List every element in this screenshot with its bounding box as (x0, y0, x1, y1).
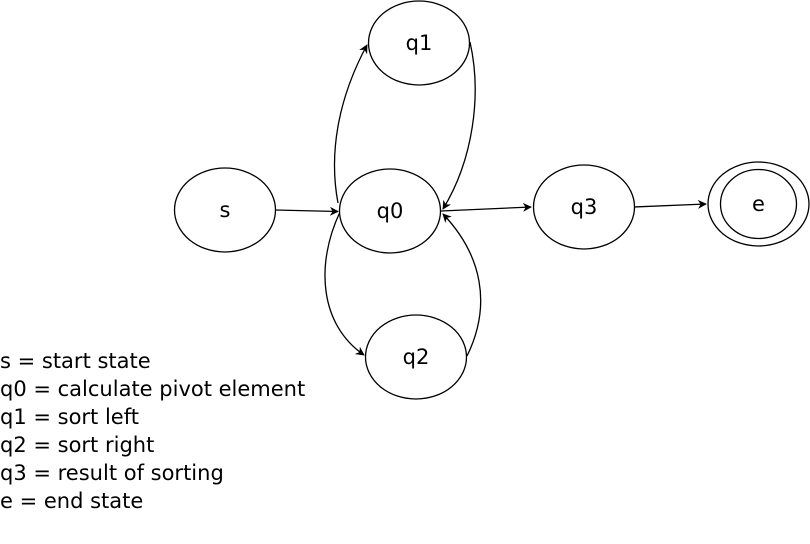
edge-q1-to-q0 (442, 41, 476, 210)
state-node-q0: q0 (338, 168, 442, 254)
state-node-q2: q2 (364, 314, 468, 400)
state-node-q1: q1 (367, 0, 471, 86)
edge-q0-to-q2 (324, 211, 365, 356)
state-label-q1: q1 (406, 31, 433, 55)
state-label-e: e (752, 192, 765, 216)
legend-item-q2: q2 = sort right (0, 433, 155, 457)
state-node-q3: q3 (532, 164, 636, 250)
legend-item-q1: q1 = sort left (0, 405, 139, 429)
edge-q3-to-e (633, 199, 707, 209)
edge-q0-to-q3 (440, 202, 532, 212)
state-label-q2: q2 (403, 345, 430, 369)
state-label-q3: q3 (571, 195, 598, 219)
state-label-q0: q0 (377, 199, 404, 223)
edge-q0-to-q1 (333, 44, 368, 204)
state-label-s: s (220, 198, 231, 222)
state-node-s: s (173, 167, 277, 253)
state-node-e: e (707, 161, 810, 247)
legend-item-s: s = start state (0, 349, 151, 373)
edge-q2-to-q0 (442, 213, 482, 357)
state-legend: s = start state q0 = calculate pivot ele… (0, 347, 305, 515)
edge-s-to-q0 (274, 206, 339, 216)
legend-item-e: e = end state (0, 489, 144, 513)
end-state-inner-ring (719, 168, 798, 240)
legend-item-q0: q0 = calculate pivot element (0, 377, 306, 401)
legend-item-q3: q3 = result of sorting (0, 461, 224, 485)
